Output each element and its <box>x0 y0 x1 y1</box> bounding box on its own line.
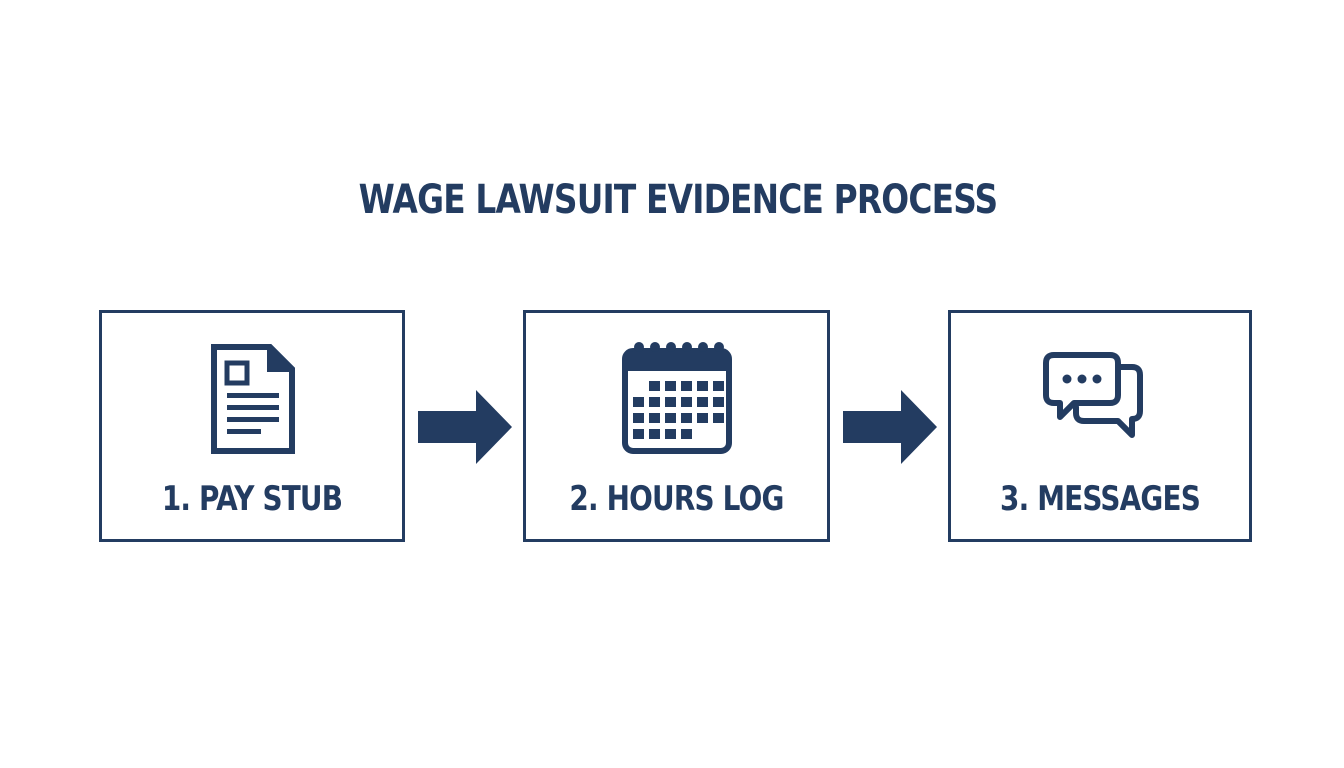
arrow-right-icon <box>418 390 512 464</box>
step-label: 3. MESSAGES <box>1000 479 1201 519</box>
step-hours-log: 2. HOURS LOG <box>523 310 830 542</box>
document-icon <box>211 344 295 454</box>
step-label: 2. HOURS LOG <box>569 479 784 519</box>
arrow-right-icon <box>843 390 937 464</box>
step-label: 1. PAY STUB <box>161 479 343 519</box>
step-pay-stub: 1. PAY STUB <box>99 310 405 542</box>
diagram-title: WAGE LAWSUIT EVIDENCE PROCESS <box>358 177 999 223</box>
calendar-icon <box>621 342 732 454</box>
chat-bubbles-icon <box>1043 352 1143 438</box>
step-messages: 3. MESSAGES <box>948 310 1252 542</box>
